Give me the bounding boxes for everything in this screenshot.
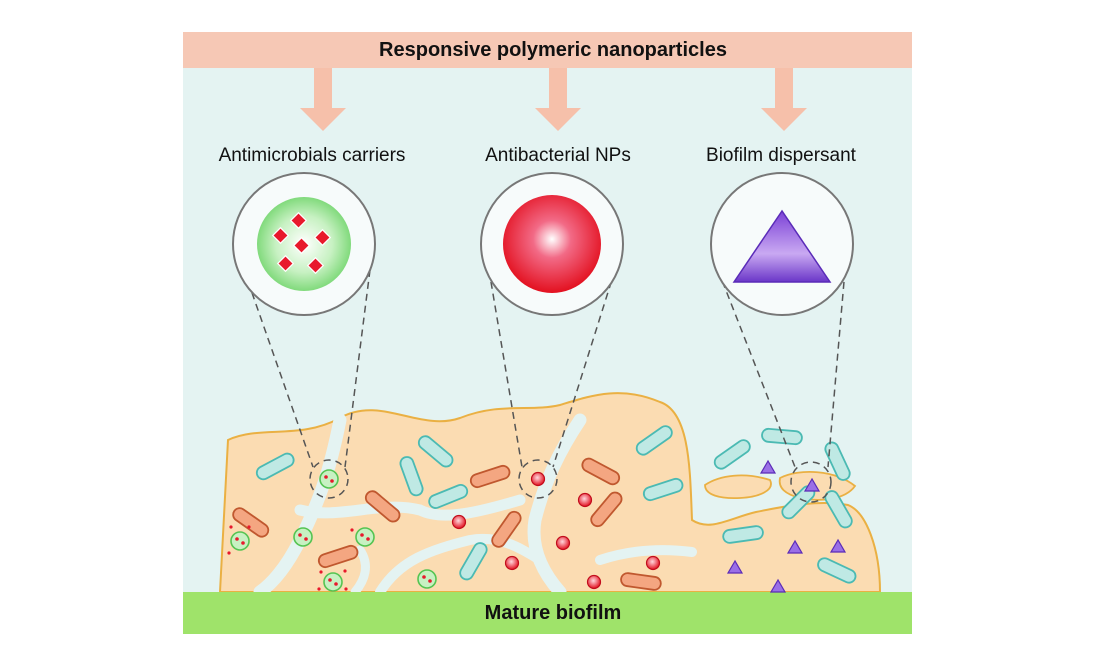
red-nanoparticle: [555, 535, 571, 551]
zoom-circle-biofilm-dispersant: [710, 172, 854, 316]
orange-rod: [364, 490, 401, 523]
orange-rod: [581, 457, 621, 486]
red-nanoparticles: [451, 471, 661, 590]
teal-rod: [713, 439, 751, 470]
zoom-connectors: [243, 269, 846, 503]
arrow-left: [300, 68, 346, 131]
teal-rod: [761, 427, 803, 446]
purple-triangle: [759, 459, 777, 474]
zoom-circle-antimicrobials-carriers: [232, 172, 376, 316]
orange-rod: [491, 510, 522, 548]
teal-rod: [635, 425, 673, 456]
red-nanoparticle: [645, 555, 661, 571]
released-drug-specks: [227, 525, 354, 591]
green-carrier: [293, 527, 313, 547]
zoom-dashed-circle-left: [309, 459, 349, 499]
teal-rod: [428, 484, 469, 509]
red-nanoparticle: [451, 514, 467, 530]
teal-rod: [824, 490, 853, 529]
orange-rod: [232, 507, 270, 538]
green-carrier: [230, 531, 250, 551]
purple-triangle: [803, 477, 821, 492]
orange-rod: [620, 572, 662, 591]
label-antibacterial-nps: Antibacterial NPs: [485, 145, 631, 166]
orange-rod: [317, 544, 359, 569]
teal-rod: [722, 525, 764, 544]
teal-rod: [399, 456, 424, 497]
teal-rod: [642, 477, 684, 502]
mature-biofilm-band: [183, 592, 912, 634]
red-nanoparticle: [586, 574, 602, 590]
green-carrier: [417, 569, 437, 589]
green-carrier-sphere-icon: [257, 197, 351, 291]
orange-rod: [469, 464, 511, 489]
teal-rod: [817, 557, 857, 584]
teal-rod: [255, 452, 295, 481]
purple-triangle-icon: [732, 209, 832, 283]
arrow-right: [761, 68, 807, 131]
orange-rods: [232, 457, 662, 591]
zoom-circle-antibacterial-nps: [480, 172, 624, 316]
zoom-dashed-circle-right: [790, 461, 832, 503]
purple-triangle: [829, 538, 847, 553]
purple-triangle: [726, 559, 744, 574]
teal-rods: [255, 425, 857, 584]
header-banner: [183, 32, 912, 68]
red-nanoparticle: [577, 492, 593, 508]
label-antimicrobials-carriers: Antimicrobials carriers: [219, 145, 406, 166]
zoom-dashed-circle-center: [518, 459, 558, 499]
purple-triangle: [786, 539, 804, 554]
green-carrier: [323, 572, 343, 592]
teal-rod: [417, 435, 454, 468]
green-carrier: [319, 469, 339, 489]
orange-rod: [590, 491, 623, 528]
arrow-center: [535, 68, 581, 131]
red-nanoparticle: [504, 555, 520, 571]
header-title: Responsive polymeric nanoparticles: [379, 39, 727, 61]
green-carrier: [355, 527, 375, 547]
purple-triangles: [726, 459, 847, 593]
teal-rod: [824, 441, 851, 481]
red-sphere-icon: [503, 195, 601, 293]
teal-rod: [459, 542, 488, 581]
purple-triangle: [769, 578, 787, 593]
red-nanoparticle: [530, 471, 546, 487]
mature-biofilm-label: Mature biofilm: [485, 602, 622, 624]
label-biofilm-dispersant: Biofilm dispersant: [706, 145, 857, 166]
green-carriers: [227, 469, 437, 592]
